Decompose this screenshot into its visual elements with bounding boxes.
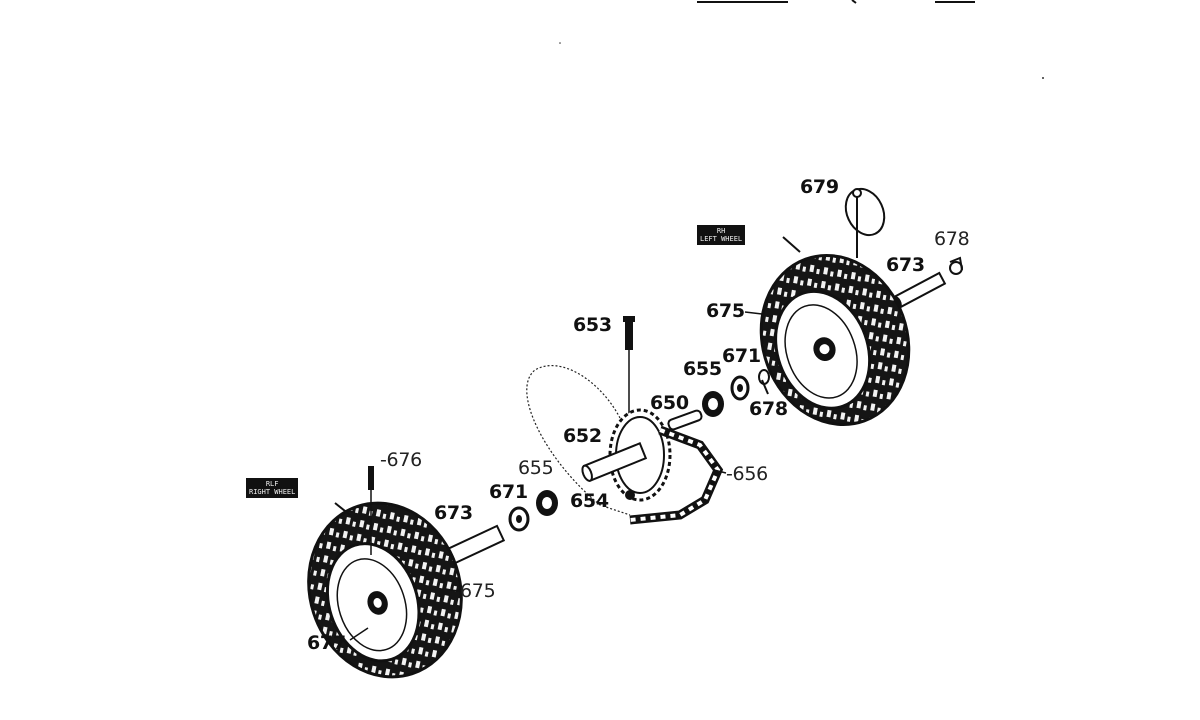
callout-675-right: 675 (706, 300, 745, 322)
leader-677 (349, 627, 369, 641)
tag-right-line1: RH (716, 227, 726, 235)
bearing-655-left (536, 490, 558, 516)
callout-673-left: 673 (434, 502, 473, 524)
left-wheel (307, 501, 463, 679)
tag-left-line1: RLF (265, 480, 279, 488)
axle-shaft-right (893, 271, 947, 309)
callout-676: -676 (380, 449, 422, 471)
clip-678-top (949, 256, 963, 275)
leader-675-left (449, 589, 461, 592)
hitch-pin-679 (844, 187, 886, 258)
leader-right-tag (782, 236, 801, 253)
callout-650: 650 (650, 392, 689, 414)
drive-chain (629, 425, 724, 525)
leader-656 (713, 469, 727, 474)
leader-675-right (744, 311, 763, 315)
tag-left-line2: RIGHT WHEEL (249, 488, 296, 496)
callout-654: 654 (570, 490, 609, 512)
washer-671-right (730, 375, 750, 401)
scan-artifacts (559, 0, 1044, 79)
callout-653: 653 (573, 314, 612, 336)
callout-655-right: 655 (683, 358, 722, 380)
key-650 (667, 409, 703, 431)
leader-left-tag (334, 502, 351, 516)
hub-shaft-652 (581, 442, 648, 482)
callout-656: -656 (726, 463, 768, 485)
callout-673-right: 673 (886, 254, 925, 276)
callout-679: 679 (800, 176, 839, 198)
nut-654 (625, 490, 635, 500)
callout-675-left: 675 (460, 580, 496, 602)
right-wheel (759, 254, 911, 426)
pin-676 (368, 466, 374, 555)
tag-left-wheel: RLF RIGHT WHEEL (246, 478, 299, 498)
callout-671-right: 671 (722, 345, 761, 367)
callout-671-left: 671 (489, 481, 528, 503)
clip-678-mid (758, 369, 770, 395)
callout-678-top: 678 (934, 228, 970, 250)
tag-right-line2: LEFT WHEEL (700, 235, 743, 243)
callout-677: 677 (307, 632, 346, 654)
callout-652: 652 (563, 425, 602, 447)
chain-loop-dashed (526, 365, 631, 516)
callout-678-mid: 678 (749, 398, 788, 420)
callout-655-left: 655 (518, 457, 554, 479)
washer-671-left (508, 506, 530, 532)
tag-right-wheel: RH LEFT WHEEL (697, 225, 746, 245)
bearing-655-right (702, 391, 724, 417)
